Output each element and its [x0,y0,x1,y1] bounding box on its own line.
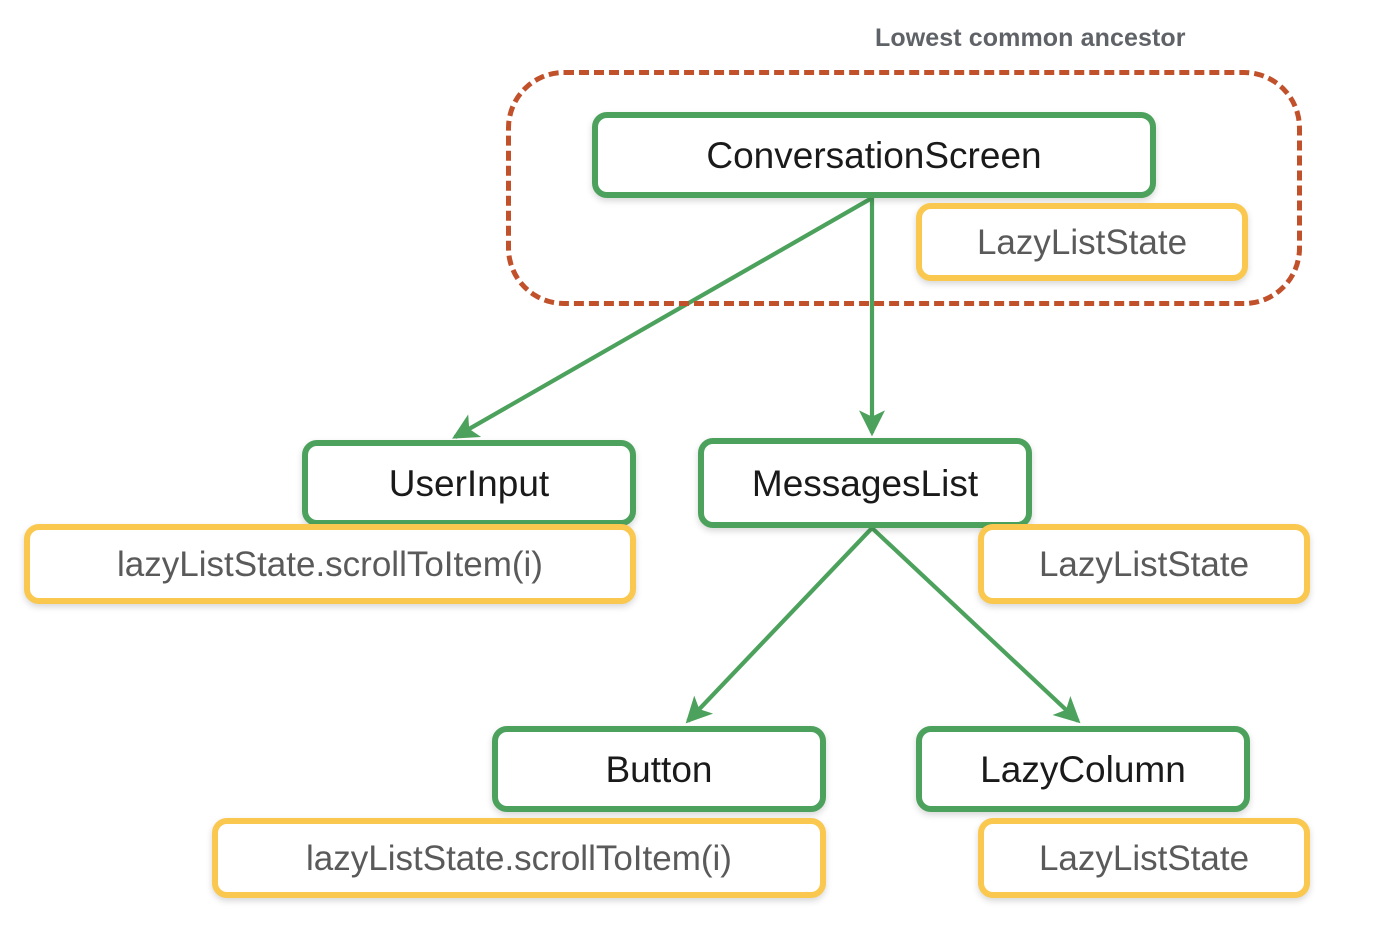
node-user-input-label: UserInput [388,462,550,504]
lowest-common-ancestor-label: Lowest common ancestor [875,24,1186,52]
node-user-input[interactable]: UserInput [302,440,636,526]
badge-messages-list-state-label: LazyListState [1038,544,1250,584]
badge-button-call[interactable]: lazyListState.scrollToItem(i) [212,818,826,898]
badge-lazy-column-state-label: LazyListState [1038,838,1250,878]
node-conversation-screen-label: ConversationScreen [706,134,1042,176]
node-messages-list[interactable]: MessagesList [698,438,1032,528]
badge-messages-list-state[interactable]: LazyListState [978,524,1310,604]
badge-user-input-call[interactable]: lazyListState.scrollToItem(i) [24,524,636,604]
node-messages-list-label: MessagesList [751,462,979,504]
edge-messages-list-to-button [685,526,874,724]
badge-button-call-label: lazyListState.scrollToItem(i) [306,838,732,878]
node-lazy-column-label: LazyColumn [980,748,1186,790]
badge-lazy-column-state[interactable]: LazyListState [978,818,1310,898]
node-button-label: Button [605,748,713,790]
badge-conversation-screen-state-label: LazyListState [976,222,1188,262]
badge-conversation-screen-state[interactable]: LazyListState [916,203,1248,281]
badge-user-input-call-label: lazyListState.scrollToItem(i) [117,544,543,584]
node-conversation-screen[interactable]: ConversationScreen [592,112,1156,198]
node-lazy-column[interactable]: LazyColumn [916,726,1250,812]
lowest-common-ancestor-region [506,70,1302,306]
node-button[interactable]: Button [492,726,826,812]
